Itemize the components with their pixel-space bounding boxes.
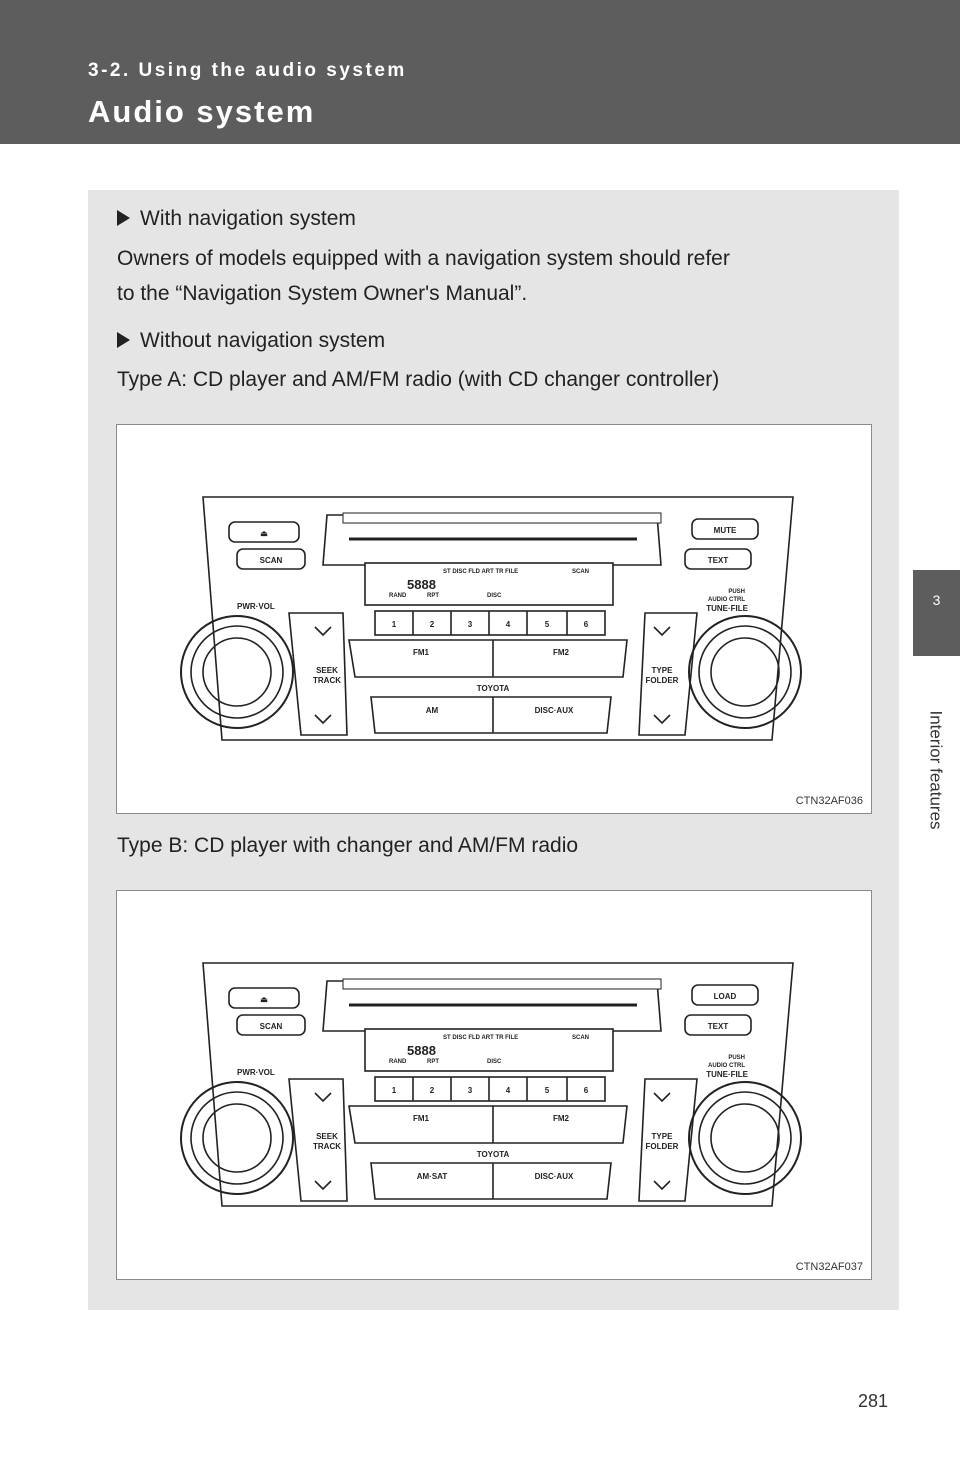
display-top-row: ST DISC FLD ART TR FILE — [443, 1035, 518, 1041]
preset-1-label: 1 — [392, 1086, 397, 1095]
fm2-label: FM2 — [553, 1114, 570, 1123]
tune-file-label: TUNE·FILE — [706, 604, 748, 613]
preset-3-label: 3 — [468, 1086, 473, 1095]
preset-5-label: 5 — [545, 620, 550, 629]
folder-label: FOLDER — [646, 676, 679, 685]
audio-unit-illustration: ⏏ SCAN LOAD TEXT PWR·VOL SEEK TRACK TYPE… — [180, 962, 802, 1207]
preset-4-label: 4 — [506, 1086, 511, 1095]
text-button-label: TEXT — [708, 556, 729, 565]
am-sat-label: AM·SAT — [417, 1172, 448, 1181]
pwr-vol-label: PWR·VOL — [237, 1068, 275, 1077]
page-title: Audio system — [88, 94, 316, 129]
figure-code: CTN32AF036 — [795, 795, 863, 807]
track-label: TRACK — [313, 676, 341, 685]
type-label: TYPE — [652, 666, 674, 675]
no-nav-heading: Without navigation system — [117, 329, 385, 353]
eject-icon: ⏏ — [260, 529, 268, 538]
disc-aux-label: DISC·AUX — [535, 1172, 574, 1181]
display-scan: SCAN — [572, 569, 589, 575]
am-label: AM — [426, 706, 439, 715]
brand-label: TOYOTA — [477, 684, 510, 693]
seek-label: SEEK — [316, 666, 338, 675]
text-button-label: TEXT — [708, 1022, 729, 1031]
preset-2-label: 2 — [430, 620, 435, 629]
preset-5-label: 5 — [545, 1086, 550, 1095]
pwr-vol-label: PWR·VOL — [237, 602, 275, 611]
preset-3-label: 3 — [468, 620, 473, 629]
preset-6-label: 6 — [584, 620, 589, 629]
push-label: PUSH — [728, 589, 745, 595]
display-top-row: ST DISC FLD ART TR FILE — [443, 569, 518, 575]
display-disc: DISC — [487, 593, 502, 599]
eject-icon: ⏏ — [260, 995, 268, 1004]
scan-button-label: SCAN — [260, 1022, 283, 1031]
type-b-caption: Type B: CD player with changer and AM/FM… — [117, 834, 579, 857]
audio-ctrl-label: AUDIO CTRL — [708, 1063, 745, 1069]
fm1-label: FM1 — [413, 1114, 430, 1123]
brand-label: TOYOTA — [477, 1150, 510, 1159]
preset-4-label: 4 — [506, 620, 511, 629]
track-label: TRACK — [313, 1142, 341, 1151]
load-button-label: LOAD — [714, 992, 737, 1001]
audio-ctrl-label: AUDIO CTRL — [708, 597, 745, 603]
folder-label: FOLDER — [646, 1142, 679, 1151]
display-rand: RAND — [389, 593, 407, 599]
audio-unit-illustration: ⏏ SCAN MUTE TEXT PWR·VOL SEEK TRACK TYPE… — [180, 496, 802, 741]
page-header: 3-2. Using the audio system Audio system — [0, 0, 960, 144]
figure-code: CTN32AF037 — [795, 1261, 863, 1273]
preset-6-label: 6 — [584, 1086, 589, 1095]
tune-file-label: TUNE·FILE — [706, 1070, 748, 1079]
fm2-label: FM2 — [553, 648, 570, 657]
figure-type-b: ⏏ SCAN LOAD TEXT PWR·VOL SEEK TRACK TYPE… — [116, 890, 872, 1280]
page-number: 281 — [858, 1391, 889, 1411]
chapter-tab: 3 — [913, 570, 960, 656]
figure-type-a: ⏏ SCAN MUTE TEXT PWR·VOL SEEK TRACK TYPE… — [116, 424, 872, 814]
display-rand: RAND — [389, 1059, 407, 1065]
scan-button-label: SCAN — [260, 556, 283, 565]
display-digits: 5888 — [407, 1043, 436, 1058]
disc-aux-label: DISC·AUX — [535, 706, 574, 715]
nav-paragraph-line-2: to the “Navigation System Owner's Manual… — [117, 282, 528, 305]
seek-label: SEEK — [316, 1132, 338, 1141]
display-disc: DISC — [487, 1059, 502, 1065]
preset-1-label: 1 — [392, 620, 397, 629]
type-label: TYPE — [652, 1132, 674, 1141]
fm1-label: FM1 — [413, 648, 430, 657]
display-digits: 5888 — [407, 577, 436, 592]
nav-heading: With navigation system — [117, 207, 356, 231]
preset-2-label: 2 — [430, 1086, 435, 1095]
type-a-caption: Type A: CD player and AM/FM radio (with … — [117, 368, 720, 391]
push-label: PUSH — [728, 1055, 745, 1061]
bullet-arrow-icon — [117, 210, 130, 226]
display-rpt: RPT — [427, 1059, 439, 1065]
mute-button-label: MUTE — [714, 526, 737, 535]
display-rpt: RPT — [427, 593, 439, 599]
nav-paragraph-line-1: Owners of models equipped with a navigat… — [117, 247, 730, 270]
section-label: 3-2. Using the audio system — [88, 60, 407, 81]
display-scan: SCAN — [572, 1035, 589, 1041]
bullet-arrow-icon — [117, 332, 130, 348]
chapter-caption: Interior features — [927, 710, 946, 830]
